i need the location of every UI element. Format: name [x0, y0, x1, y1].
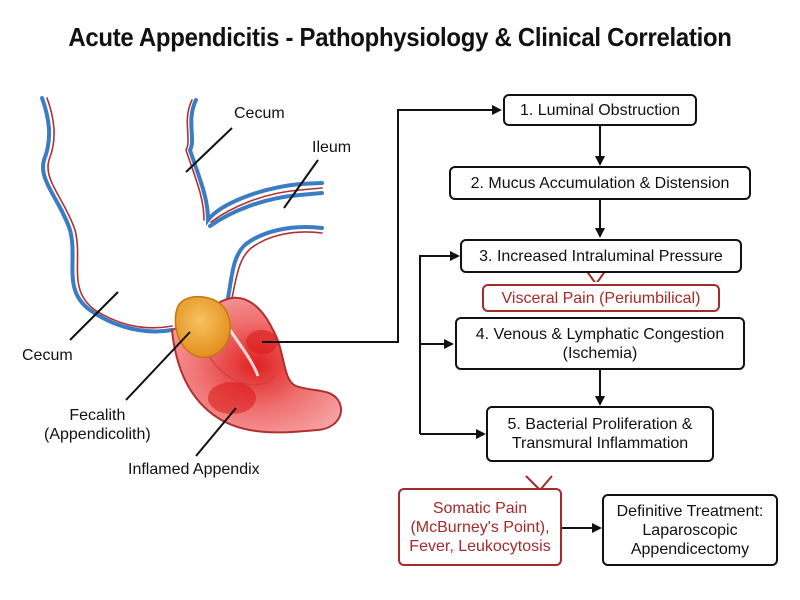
label-fecalith: Fecalith (Appendicolith) — [44, 407, 151, 443]
anatomy-leader-lines — [69, 127, 319, 457]
label-ileum: Ileum — [312, 139, 352, 156]
flow-connectors — [262, 105, 605, 533]
definitive-treatment-box: Definitive Treatment: Laparoscopic Appen… — [602, 494, 778, 566]
cecum-wall — [40, 96, 174, 334]
step-3-box: 3. Increased Intraluminal Pressure — [460, 239, 742, 273]
step-1-box: 1. Luminal Obstruction — [503, 94, 697, 126]
label-inflamed-appendix: Inflamed Appendix — [128, 461, 260, 478]
label-cecum-left: Cecum — [22, 347, 73, 364]
visceral-pain-callout: Visceral Pain (Periumbilical) — [482, 284, 720, 312]
step-5-box: 5. Bacterial Proliferation & Transmural … — [486, 406, 714, 462]
label-cecum-top: Cecum — [234, 105, 285, 122]
ileum-wall — [185, 98, 324, 300]
step-2-box: 2. Mucus Accumulation & Distension — [449, 166, 751, 200]
page-title: Acute Appendicitis - Pathophysiology & C… — [68, 22, 732, 52]
somatic-pain-callout: Somatic Pain (McBurney's Point), Fever, … — [398, 488, 562, 566]
step-4-box: 4. Venous & Lymphatic Congestion (Ischem… — [455, 317, 745, 370]
